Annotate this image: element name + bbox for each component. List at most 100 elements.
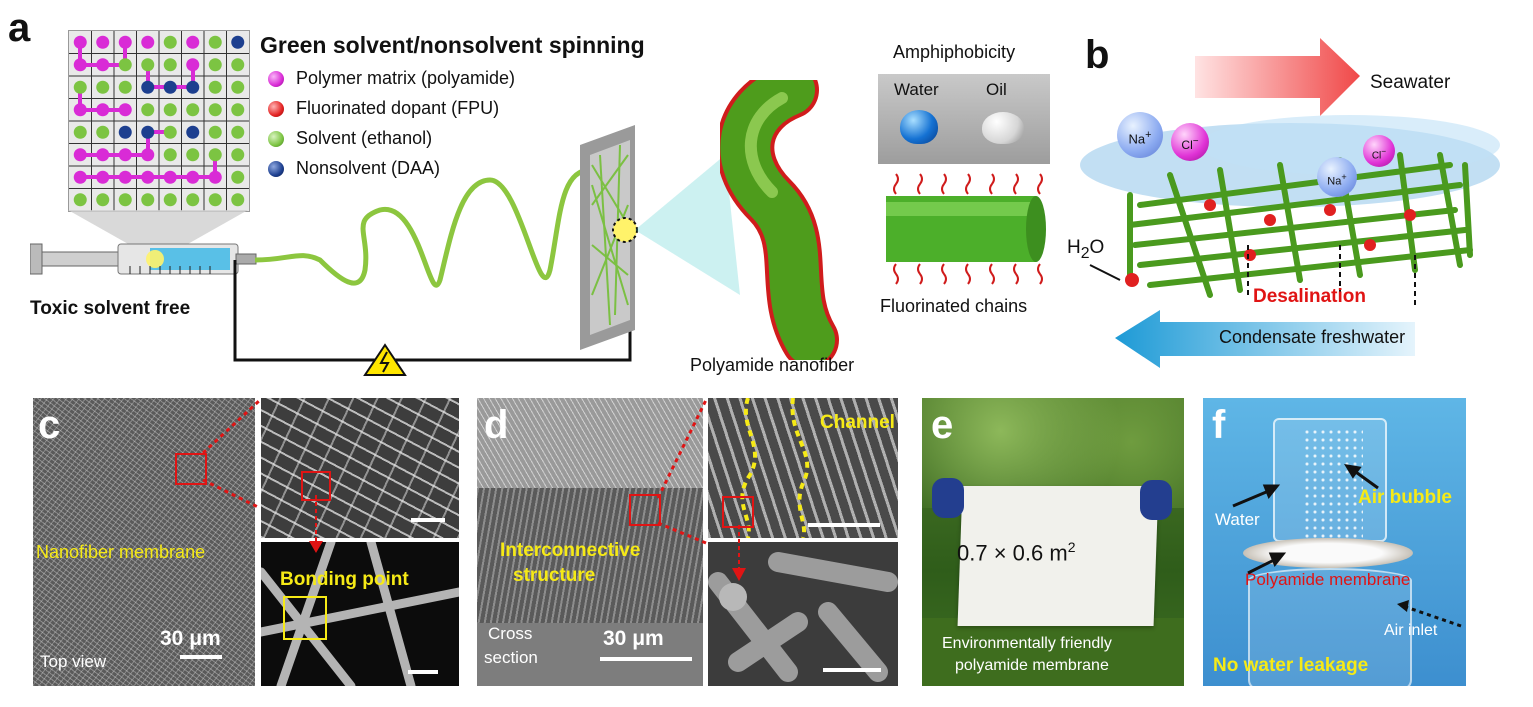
- legend-solvent: Solvent (ethanol): [268, 128, 432, 149]
- cross-body-texture: [477, 488, 703, 628]
- env-caption-2: polyamide membrane: [955, 657, 1109, 674]
- zoom-lines-1: [201, 398, 262, 508]
- lattice-molecule: [186, 148, 200, 162]
- lattice-molecule: [231, 103, 245, 117]
- size-sup: 2: [1067, 539, 1076, 555]
- nanofiber-label: Polyamide nanofiber: [690, 355, 855, 375]
- sem-channel: [708, 398, 898, 538]
- no-leak-label: No water leakage: [1213, 655, 1369, 676]
- bonding-box: [283, 596, 327, 640]
- zoom-box-1: [175, 453, 207, 485]
- air-inlet-label: Air inlet: [1384, 622, 1438, 639]
- fluorinated-chains-label: Fluorinated chains: [880, 296, 1028, 316]
- zoom-lines-2: [656, 399, 708, 545]
- seawater-arrow-icon: [1195, 38, 1360, 116]
- panel-b-label: b: [1085, 33, 1110, 77]
- h2o-o: O: [1089, 237, 1105, 258]
- spinning-jet: [233, 167, 632, 376]
- water-droplet-icon: [900, 110, 938, 144]
- top-view-label: Top view: [40, 652, 107, 671]
- cl-ion-2: Cl−: [1363, 135, 1395, 167]
- legend-polymer-label: Polymer matrix (polyamide): [296, 68, 516, 88]
- lattice-molecule: [231, 148, 245, 162]
- lattice-molecule: [163, 193, 177, 207]
- lattice-molecule: [208, 148, 222, 162]
- lattice-funnel: [68, 210, 248, 258]
- fiber-texture-2: [261, 398, 459, 538]
- lattice-molecule: [73, 58, 87, 72]
- h2o-label: H2O: [1067, 237, 1104, 263]
- molecular-lattice: [68, 30, 250, 212]
- collector-plate: [580, 125, 740, 350]
- lattice-molecule: [231, 193, 245, 207]
- lattice-molecule: [118, 35, 132, 49]
- syringe-drawing: [30, 243, 257, 275]
- na-ion-1-label: Na: [1128, 131, 1146, 147]
- lattice-molecule: [96, 170, 110, 184]
- water-label-f: Water: [1215, 510, 1260, 529]
- lattice-molecule: [163, 35, 177, 49]
- cl-ion-1-charge: −: [1192, 136, 1199, 147]
- cl-ion-1: Cl−: [1171, 123, 1209, 161]
- zoom-box-4: [722, 496, 754, 528]
- lattice-molecule: [208, 35, 222, 49]
- lattice-molecule: [73, 125, 87, 139]
- panel-d-scale: 30 μm: [603, 627, 664, 650]
- lattice-molecule: [118, 103, 132, 117]
- lattice-molecule: [186, 35, 200, 49]
- toxic-free-label: Toxic solvent free: [30, 298, 191, 319]
- lattice-molecule: [141, 58, 155, 72]
- zoom-arrow-1: [309, 495, 323, 553]
- sem-cross-section: [477, 398, 703, 686]
- lattice-molecule: [163, 170, 177, 184]
- lattice-molecule: [208, 103, 222, 117]
- panel-f-label: f: [1212, 403, 1226, 447]
- desalination-label: Desalination: [1253, 286, 1366, 307]
- lattice-molecule: [96, 193, 110, 207]
- lattice-molecule: [118, 148, 132, 162]
- oil-label: Oil: [986, 80, 1007, 99]
- lattice-molecule: [96, 103, 110, 117]
- lattice-molecule: [163, 125, 177, 139]
- lattice-molecule: [208, 80, 222, 94]
- lattice-molecule: [73, 148, 87, 162]
- lattice-molecule: [118, 58, 132, 72]
- lattice-molecule: [141, 35, 155, 49]
- scalebar-zoom-1: [411, 518, 445, 522]
- nanofiber-tube: [720, 80, 839, 360]
- lattice-molecule: [96, 148, 110, 162]
- size-label: 0.7 × 0.6 m2: [957, 539, 1075, 566]
- legend-fpu: Fluorinated dopant (FPU): [268, 98, 499, 119]
- lattice-molecule: [208, 125, 222, 139]
- seawater-label: Seawater: [1370, 72, 1451, 93]
- lattice-molecule: [96, 58, 110, 72]
- lattice-molecule: [231, 35, 245, 49]
- lattice-molecule: [186, 103, 200, 117]
- scalebar-channel: [808, 523, 880, 527]
- scalebar-fibers: [823, 668, 881, 672]
- size-main: 0.7 × 0.6 m: [957, 540, 1068, 566]
- fpu-dot-icon: [268, 100, 284, 117]
- condensate-label: Condensate freshwater: [1219, 327, 1406, 347]
- zoom-box-3: [629, 494, 661, 526]
- nonsolvent-dot-icon: [268, 160, 284, 177]
- lattice-molecule: [208, 58, 222, 72]
- sem-fibers-close: [708, 542, 898, 686]
- lattice-molecule: [231, 170, 245, 184]
- legend-polymer: Polymer matrix (polyamide): [268, 68, 515, 89]
- lattice-drawing: [69, 31, 249, 211]
- lattice-molecule: [141, 193, 155, 207]
- interconnective-label-1: Interconnective: [500, 540, 641, 561]
- legend-fpu-label: Fluorinated dopant (FPU): [296, 98, 500, 118]
- panel-d-label: d: [484, 403, 509, 447]
- photo-large-membrane: [922, 398, 1184, 686]
- sem-zoom-1: [261, 398, 459, 538]
- lattice-molecule: [208, 170, 222, 184]
- lattice-molecule: [163, 58, 177, 72]
- condensate-arrow-icon: [1115, 310, 1415, 368]
- panel-d-scalebar: [600, 657, 692, 661]
- lattice-molecule: [186, 125, 200, 139]
- lattice-molecule: [73, 170, 87, 184]
- lattice-molecule: [141, 103, 155, 117]
- glove-left-icon: [932, 478, 964, 518]
